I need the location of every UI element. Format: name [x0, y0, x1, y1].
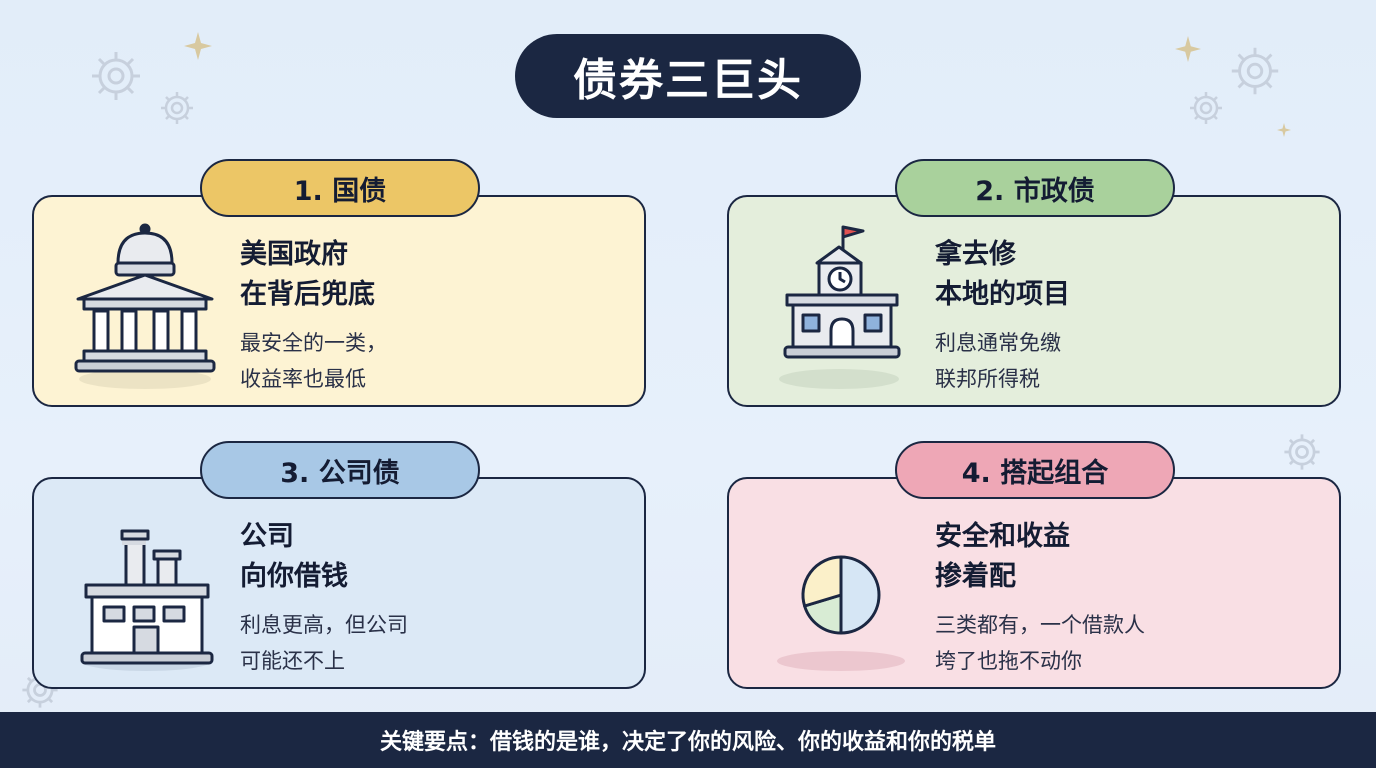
tab-corporate: 3. 公司债	[200, 441, 480, 499]
factory-icon	[70, 501, 220, 681]
sparkle-icon	[184, 32, 212, 60]
sparkle-icon	[1175, 36, 1201, 62]
gear-icon	[1190, 92, 1222, 124]
card-heading: 公司 向你借钱	[240, 521, 348, 592]
page-title: 债券三巨头	[515, 34, 861, 118]
pie-chart-icon	[773, 501, 923, 681]
card-body: 最安全的一类， 收益率也最低	[240, 331, 387, 391]
government-building-icon	[70, 219, 220, 399]
card-corporate: 公司 向你借钱 利息更高，但公司 可能还不上	[32, 477, 646, 689]
card-municipal: 拿去修 本地的项目 利息通常免缴 联邦所得税	[727, 195, 1341, 407]
tab-portfolio: 4. 搭起组合	[895, 441, 1175, 499]
gear-icon	[1231, 47, 1279, 95]
card-body: 利息通常免缴 联邦所得税	[935, 331, 1061, 391]
gear-icon	[1284, 434, 1320, 470]
card-body: 三类都有，一个借款人 垮了也拖不动你	[935, 613, 1145, 673]
card-heading: 安全和收益 掺着配	[935, 521, 1070, 592]
card-treasury: 美国政府 在背后兜底 最安全的一类， 收益率也最低	[32, 195, 646, 407]
tab-municipal: 2. 市政债	[895, 159, 1175, 217]
card-heading: 拿去修 本地的项目	[935, 239, 1070, 310]
card-body: 利息更高，但公司 可能还不上	[240, 613, 408, 673]
card-portfolio: 安全和收益 掺着配 三类都有，一个借款人 垮了也拖不动你	[727, 477, 1341, 689]
sparkle-icon	[1277, 123, 1291, 137]
gear-icon	[161, 92, 193, 124]
card-heading: 美国政府 在背后兜底	[240, 239, 375, 310]
key-takeaway-banner: 关键要点：借钱的是谁，决定了你的风险、你的收益和你的税单	[0, 712, 1376, 768]
gear-icon	[92, 52, 140, 100]
tab-treasury: 1. 国债	[200, 159, 480, 217]
town-hall-icon	[777, 219, 927, 399]
